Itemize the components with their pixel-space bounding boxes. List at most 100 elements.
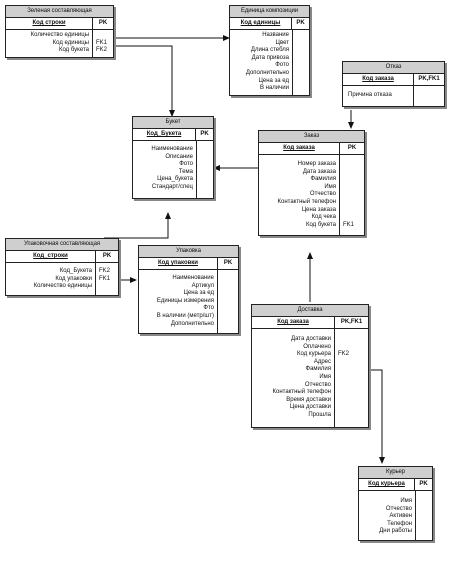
attribute: Код чека <box>311 214 336 221</box>
key-column <box>293 30 309 95</box>
entity-title: Букет <box>133 117 213 129</box>
attribute: Активен <box>389 513 412 520</box>
attribute: Адрес <box>313 358 331 365</box>
attribute-key <box>343 161 363 169</box>
attribute: Код курьера <box>297 351 331 358</box>
attr-column: Причина отказа <box>343 86 414 106</box>
attribute: Код букета <box>58 47 89 54</box>
attribute-key <box>338 344 367 352</box>
attribute-key: FK2 <box>338 351 350 358</box>
entity-pk-row: Код упаковки PK <box>139 258 238 270</box>
entity-pk-row: Код строки PK <box>6 18 113 30</box>
link-packing-to-bouquet <box>104 212 171 239</box>
attribute: Причина отказа <box>348 92 392 98</box>
pk-name: Код упаковки <box>139 258 218 269</box>
entity-packing-component[interactable]: Упаковочная составляющая Код_строки PK К… <box>5 238 119 296</box>
attribute: Цена за ед <box>183 290 214 297</box>
attribute: Фамилия <box>310 176 336 183</box>
entity-refusal[interactable]: Отказ Код заказа PK,FK1 Причина отказа <box>342 61 445 107</box>
entity-pk-row: Код_Букета PK <box>133 129 213 141</box>
entity-pk-row: Код заказа PK <box>259 143 364 155</box>
pk-key: PK,FK1 <box>340 319 363 325</box>
entity-title: Упаковка <box>139 246 238 258</box>
attribute: Цена заказа <box>301 206 336 213</box>
attribute: Дата доставки <box>291 336 331 342</box>
attribute: Прошла <box>308 411 331 418</box>
attribute: Имя <box>324 183 336 190</box>
entity-title: Доставка <box>252 305 368 317</box>
attribute-key: FK1 <box>99 275 111 282</box>
attribute-key <box>343 199 363 207</box>
attribute: Единицы измерения <box>156 297 214 304</box>
pk-name: Код строки <box>6 18 93 29</box>
attribute: Длина стебля <box>250 47 289 54</box>
entity-order[interactable]: Заказ Код заказа PK Номер заказа Дата за… <box>258 130 365 237</box>
attribute: Название <box>262 32 289 38</box>
pk-key: PK <box>98 20 108 26</box>
key-column: FK2 FK1 <box>96 263 118 295</box>
attribute: Наименование <box>172 275 214 281</box>
pk-name: Код заказа <box>343 74 414 85</box>
attribute-key: FK1 <box>96 39 108 46</box>
attribute: Фто <box>203 305 214 312</box>
attribute: Цена_букета <box>157 176 193 183</box>
entity-attributes: Количество единицы Код единицы Код букет… <box>6 30 113 57</box>
pk-key: PK <box>223 260 233 266</box>
attribute: Контактный телефон <box>272 389 332 396</box>
attribute: Оплачено <box>303 343 331 350</box>
attribute-key <box>343 176 363 184</box>
attr-column: Дата доставки Оплачено Код курьера Адрес… <box>252 329 335 427</box>
attribute: Наименование <box>151 146 193 152</box>
attribute-key <box>338 336 367 344</box>
pk-key: PK <box>347 145 357 151</box>
attribute: Дополнительно <box>170 320 214 327</box>
attribute-key <box>338 404 367 412</box>
pk-key: PK <box>419 481 428 487</box>
entity-composition-unit[interactable]: Единица композиции Код единицы PK Назван… <box>229 5 310 96</box>
attribute-key <box>338 366 367 374</box>
attribute: В наличии <box>259 85 289 92</box>
attribute: Цвет <box>275 39 289 46</box>
key-column: FK1 <box>340 155 364 235</box>
attr-column: Наименование Описание Фото Тема Цена_бук… <box>133 141 197 198</box>
attribute: Дни работы <box>379 528 412 535</box>
attribute: Дата заказа <box>302 168 336 175</box>
entity-attributes: Наименование Артикул Цена за ед Единицы … <box>139 270 238 334</box>
attr-column: Код_Букета Код упаковки Количество едини… <box>6 263 96 295</box>
attribute-key <box>338 382 367 390</box>
entity-attributes: Наименование Описание Фото Тема Цена_бук… <box>133 141 213 198</box>
attribute-key <box>338 389 367 397</box>
attribute: Код букета <box>305 221 336 228</box>
entity-courier[interactable]: Курьер Код курьера PK Имя Отчество Актив… <box>358 466 433 541</box>
pk-name: Код заказа <box>252 317 335 328</box>
entity-attributes: Код_Букета Код упаковки Количество едини… <box>6 263 118 295</box>
entity-pk-row: Код курьера PK <box>359 479 432 491</box>
entity-delivery[interactable]: Доставка Код заказа PK,FK1 Дата доставки… <box>251 304 369 428</box>
entity-pk-row: Код заказа PK,FK1 <box>343 74 444 86</box>
attribute: Телефон <box>387 520 412 527</box>
pk-name: Код_Букета <box>133 129 196 140</box>
pk-key: PK <box>102 253 112 259</box>
entity-green-component[interactable]: Зеленая составляющая Код строки PK Колич… <box>5 5 114 58</box>
key-column <box>416 491 432 540</box>
pk-name: Код_строки <box>6 251 96 262</box>
attribute-key <box>99 283 117 291</box>
attribute-key: FK2 <box>96 47 108 54</box>
entity-pk-row: Код заказа PK,FK1 <box>252 317 368 329</box>
entity-bouquet[interactable]: Букет Код_Букета PK Наименование Описани… <box>132 116 214 199</box>
entity-title: Курьер <box>359 467 432 479</box>
entity-package[interactable]: Упаковка Код упаковки PK Наименование Ар… <box>138 245 239 335</box>
attribute: Дата привоза <box>251 54 289 61</box>
key-column: FK1 FK2 <box>93 30 113 57</box>
attr-column: Наименование Артикул Цена за ед Единицы … <box>139 270 218 334</box>
attribute: Фамилия <box>305 366 331 373</box>
attribute: Код упаковки <box>55 275 92 282</box>
entity-attributes: Имя Отчество Активен Телефон Дни работы <box>359 491 432 540</box>
attribute-key <box>343 184 363 192</box>
entity-title: Заказ <box>259 131 364 143</box>
attribute-key <box>338 374 367 382</box>
attr-column: Количество единицы Код единицы Код букет… <box>6 30 93 57</box>
attribute: Дополнительно <box>245 69 289 76</box>
attribute-key <box>343 207 363 215</box>
attr-column: Название Цвет Длина стебля Дата привоза … <box>230 30 293 95</box>
